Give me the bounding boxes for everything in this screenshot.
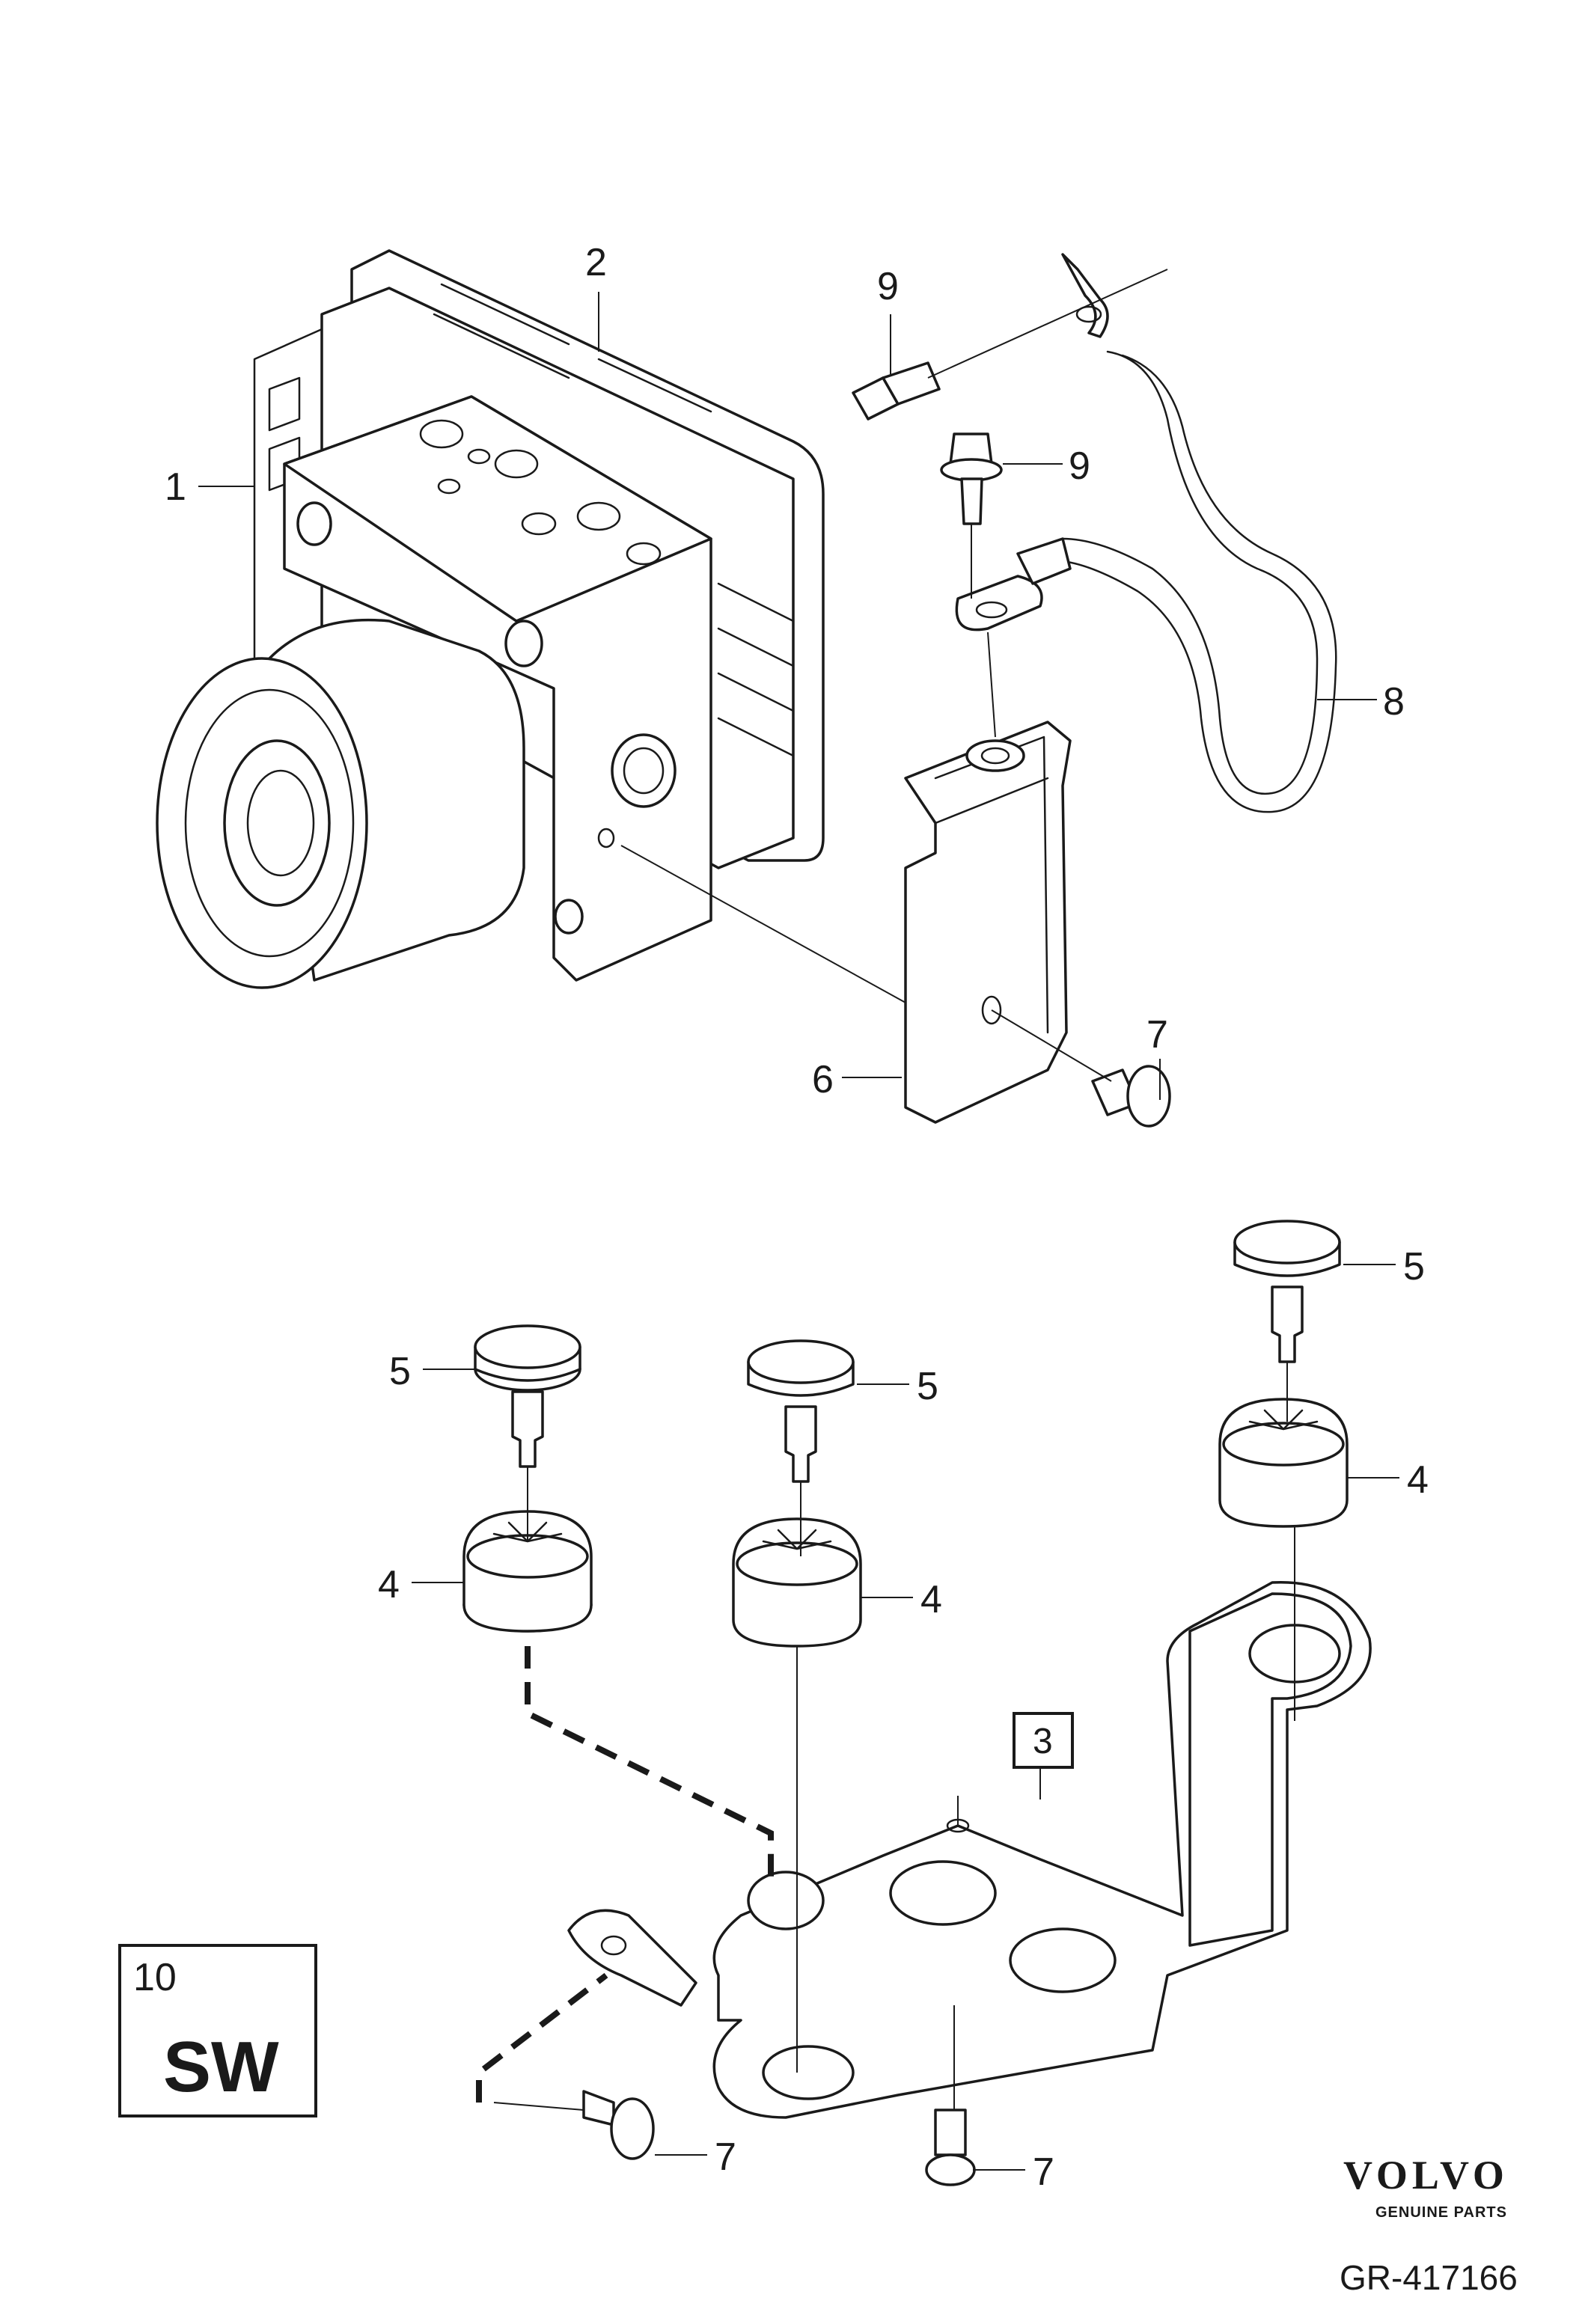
callout-6: 6 <box>812 1058 834 1101</box>
callout-1: 1 <box>165 465 186 509</box>
grommet-right <box>1218 1398 1349 1528</box>
callout-5-left: 5 <box>389 1350 411 1393</box>
abs-module <box>156 249 825 989</box>
shoulder-bolt-middle <box>747 1339 855 1483</box>
callout-7-bracket: 7 <box>1146 1013 1168 1056</box>
screw-lower-left <box>582 2090 655 2160</box>
brand-name: VOLVO <box>1343 2153 1509 2198</box>
grommet-left <box>462 1510 593 1633</box>
callout-7-lower-right: 7 <box>1033 2150 1054 2194</box>
legend-number: 10 <box>133 1956 177 1999</box>
shoulder-bolt-left <box>474 1324 581 1468</box>
callout-9-lower: 9 <box>1069 444 1090 488</box>
callouts: 1 2 9 9 8 6 7 5 5 5 4 4 4 7 7 3 <box>165 241 1429 2194</box>
callout-9-upper: 9 <box>877 265 899 308</box>
brand-tagline: GENUINE PARTS <box>1375 2204 1507 2221</box>
shoulder-bolt-right <box>1233 1220 1341 1363</box>
callout-7-lower-left: 7 <box>715 2135 736 2179</box>
ground-cable <box>955 253 1337 813</box>
sw-legend: 10 SW <box>118 1944 317 2117</box>
callout-2: 2 <box>585 241 607 284</box>
screw-lower-right <box>925 2109 976 2186</box>
sw-legend-frame <box>118 1944 317 2117</box>
callout-4-left: 4 <box>378 1563 400 1606</box>
callout-4-middle: 4 <box>920 1578 942 1621</box>
ground-bolt-lower <box>940 432 1003 525</box>
grommet-middle <box>732 1517 862 1648</box>
bracket <box>904 721 1072 1124</box>
callout-5-middle: 5 <box>917 1365 938 1408</box>
callout-3: 3 <box>1033 1722 1053 1761</box>
reference-number: GR-417166 <box>1340 2258 1518 2297</box>
brand-block: VOLVO GENUINE PARTS GR-417166 <box>1340 2153 1518 2297</box>
legend-code: SW <box>163 2027 279 2107</box>
assembly-lines <box>476 269 1295 2111</box>
callout-4-right: 4 <box>1407 1458 1429 1502</box>
screw-bracket <box>1091 1065 1171 1128</box>
ground-bolt-upper <box>852 361 941 421</box>
callout-3-box <box>1013 1712 1074 1769</box>
callout-8: 8 <box>1383 680 1405 724</box>
mounting-bracket <box>567 1580 1372 2119</box>
callout-leaders <box>198 292 1399 2171</box>
callout-5-right: 5 <box>1403 1245 1425 1288</box>
